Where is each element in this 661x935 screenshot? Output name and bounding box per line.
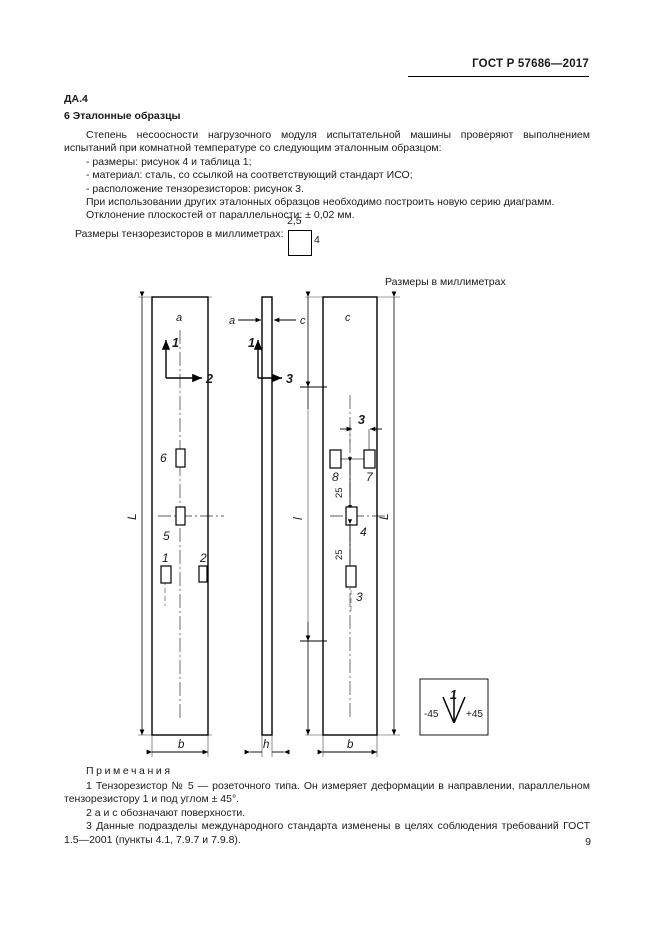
gauge-size-label: Размеры тензорезисторов в миллиметрах: [75, 228, 284, 240]
view1-gauge-6-label: 6 [160, 451, 167, 465]
note-2: 2 a и c обозначают поверхности. [86, 806, 246, 819]
view1-axis-2: 2 [205, 372, 213, 386]
body-text-block: Степень несоосности нагрузочного модуля … [64, 129, 590, 223]
view3-gauge-3-label: 3 [356, 590, 363, 604]
figure-units-note: Размеры в миллиметрах [385, 276, 506, 288]
bullet-gauge-layout: - расположение тензорезисторов: рисунок … [86, 182, 304, 195]
view1-specimen-body [151, 296, 209, 736]
header-rule [408, 76, 589, 77]
view3-specimen-body [322, 296, 378, 736]
view1-axis-1: 1 [172, 336, 179, 350]
view3-gauge-8-label: 8 [332, 470, 339, 484]
view3-width-label: b [347, 739, 354, 751]
view1-gauge-2-label: 2 [199, 551, 207, 565]
rosette-right-angle: +45 [466, 709, 483, 720]
view3-spacing-bottom: 25 [334, 549, 345, 560]
view1-width-label: b [178, 739, 185, 751]
view3-gauge-7 [363, 449, 376, 469]
section-number: ДА.4 [64, 93, 88, 105]
rosette-center-label: 1 [450, 688, 457, 702]
view3-length-label: L [377, 513, 391, 520]
view3-spacing-top: 25 [334, 487, 345, 498]
view1-gauge-6 [175, 448, 186, 468]
notes-heading: Примечания [86, 765, 173, 777]
view1-length-label: L [125, 513, 139, 520]
paragraph-2: При использовании других эталонных образ… [86, 196, 555, 209]
gauge-height-dim: 4 [314, 234, 320, 246]
notes-block: Примечания 1 Тензорезистор № 5 — розеточ… [64, 765, 590, 848]
view1-gauge-5-label: 5 [163, 529, 170, 543]
view1-gauge-2 [198, 565, 208, 583]
bullet-material: - материал: сталь, со ссылкой на соответ… [86, 169, 413, 182]
page-number: 9 [585, 836, 591, 848]
view2-axis-1: 1 [248, 336, 255, 350]
view1-gauge-1-label: 1 [162, 551, 169, 565]
page-header-standard: ГОСТ Р 57686—2017 [472, 58, 589, 70]
note-1: 1 Тензорезистор № 5 — розеточного типа. … [64, 779, 590, 806]
view2-thickness-label: h [263, 739, 269, 751]
gauge-rectangle-icon [288, 230, 312, 256]
paragraph-1: Степень несоосности нагрузочного модуля … [64, 129, 590, 155]
view1-gauge-1 [160, 565, 172, 584]
view2-specimen-body [261, 296, 273, 736]
view3-gauge-4-label: 4 [360, 525, 367, 539]
view1-face-label: a [176, 312, 182, 324]
paragraph-3: Отклонение плоскостей от параллельности:… [86, 209, 355, 222]
view3-gauge-4 [345, 506, 358, 526]
view3-gauge-7-label: 7 [366, 470, 374, 484]
rosette-left-angle: -45 [424, 709, 439, 720]
section-title: 6 Эталонные образцы [64, 110, 181, 122]
view3-gauge-8 [329, 449, 342, 469]
view3-gauge-3 [345, 565, 357, 588]
bullet-dimensions: - размеры: рисунок 4 и таблица 1; [86, 155, 252, 168]
rosette-detail-box [419, 678, 489, 736]
gauge-width-dim: 2,5 [287, 215, 302, 227]
view3-offset-dim: 3 [358, 413, 365, 427]
view2-face-c: c [300, 315, 306, 327]
view2-axis-3: 3 [286, 372, 293, 386]
view3-gauge-length-label: l [291, 517, 305, 520]
view1-gauge-5 [175, 506, 186, 526]
view3-face-label: c [345, 312, 351, 324]
note-3: 3 Данные подразделы международного станд… [64, 820, 590, 846]
view2-face-a: a [229, 315, 235, 327]
